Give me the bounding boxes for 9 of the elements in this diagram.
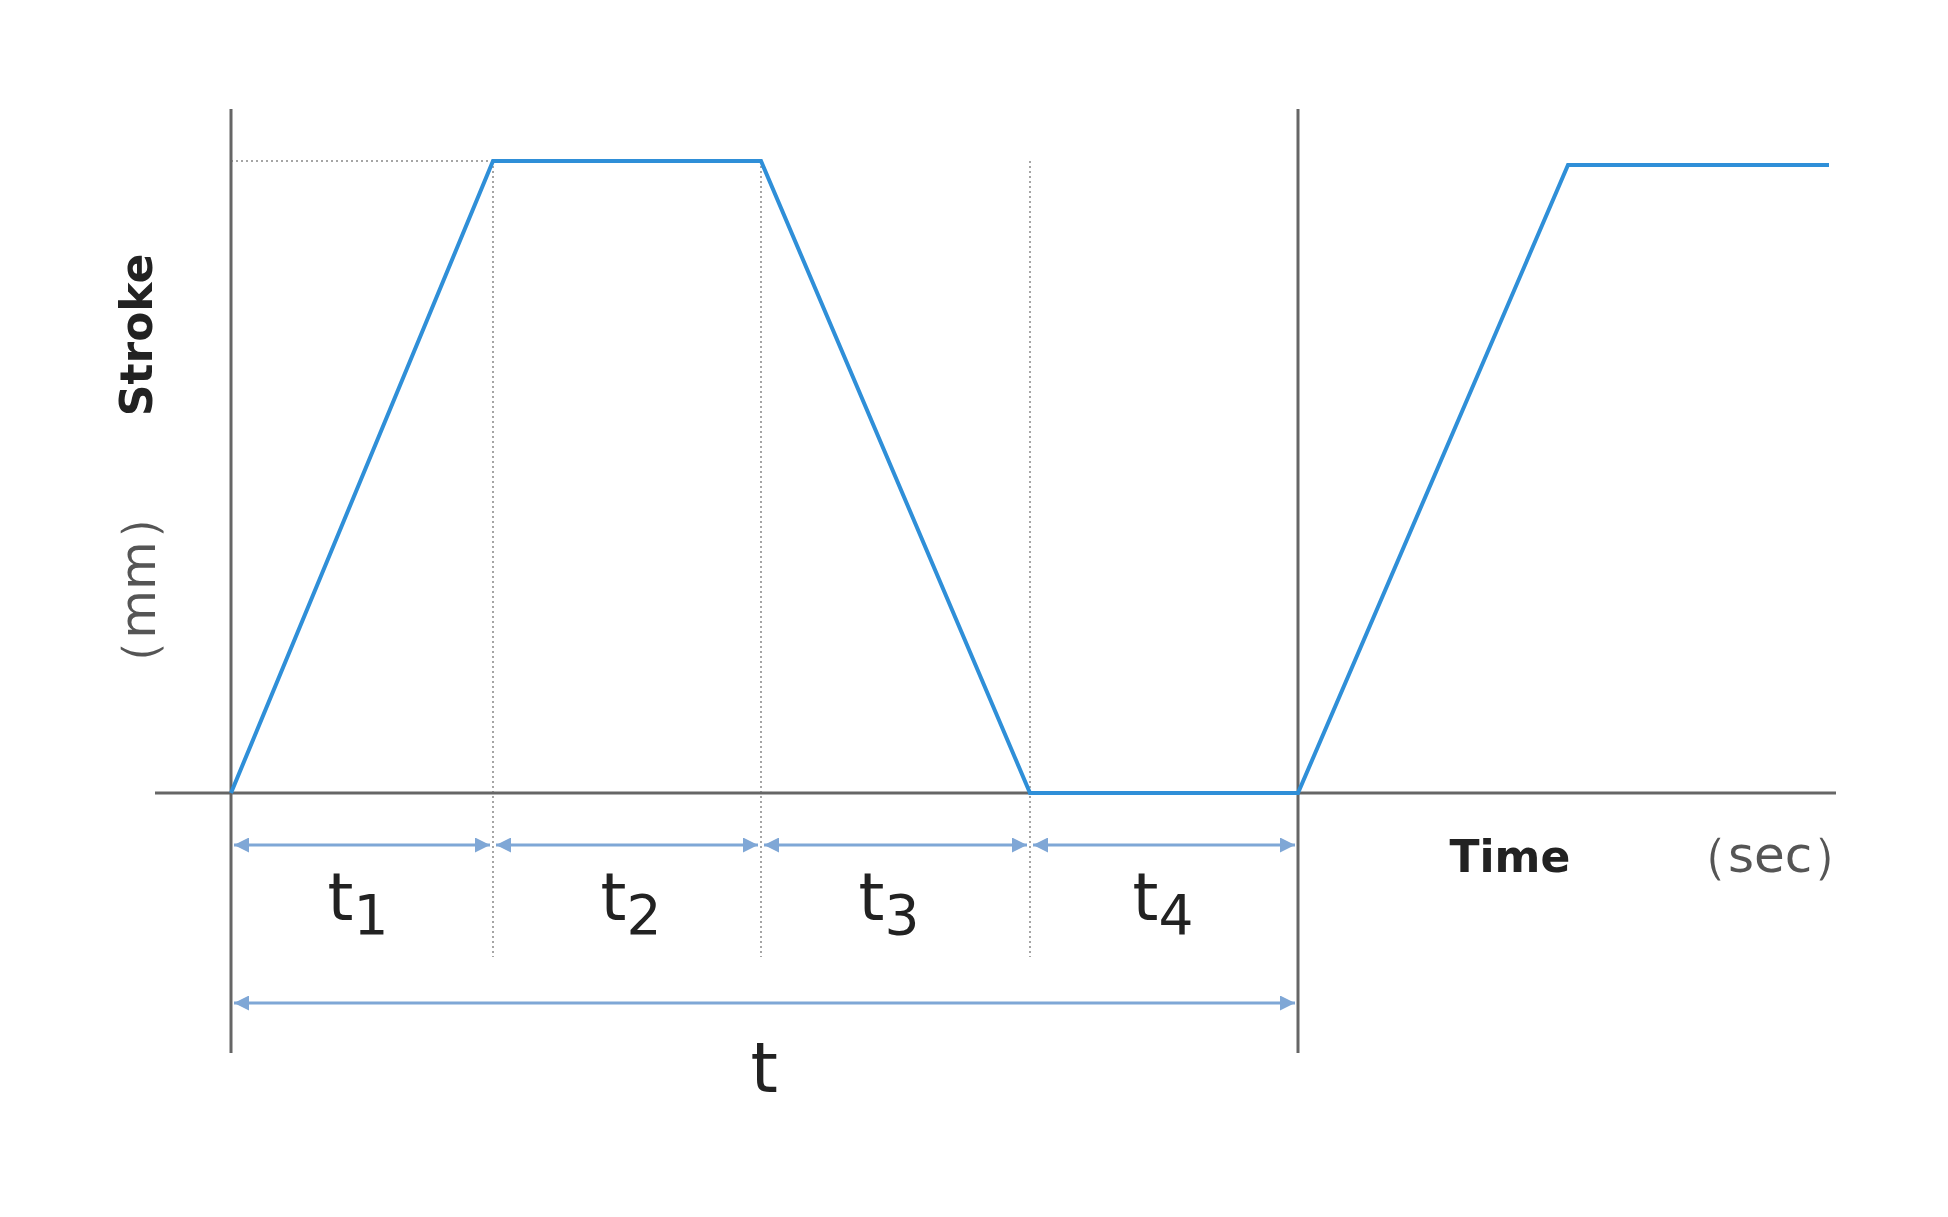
interval-label: t$_{4}$ (1132, 865, 1194, 944)
unit-label: （mm） (112, 491, 163, 689)
interval-label: t$_{3}$ (858, 865, 920, 944)
axis-title: Time (1449, 835, 1571, 879)
unit-label: （sec） (1678, 830, 1863, 880)
interval-label: t$_{2}$ (600, 865, 662, 944)
interval-label: t (750, 1033, 778, 1103)
axis-title: Stroke (114, 253, 159, 417)
interval-label: t$_{1}$ (327, 865, 389, 944)
